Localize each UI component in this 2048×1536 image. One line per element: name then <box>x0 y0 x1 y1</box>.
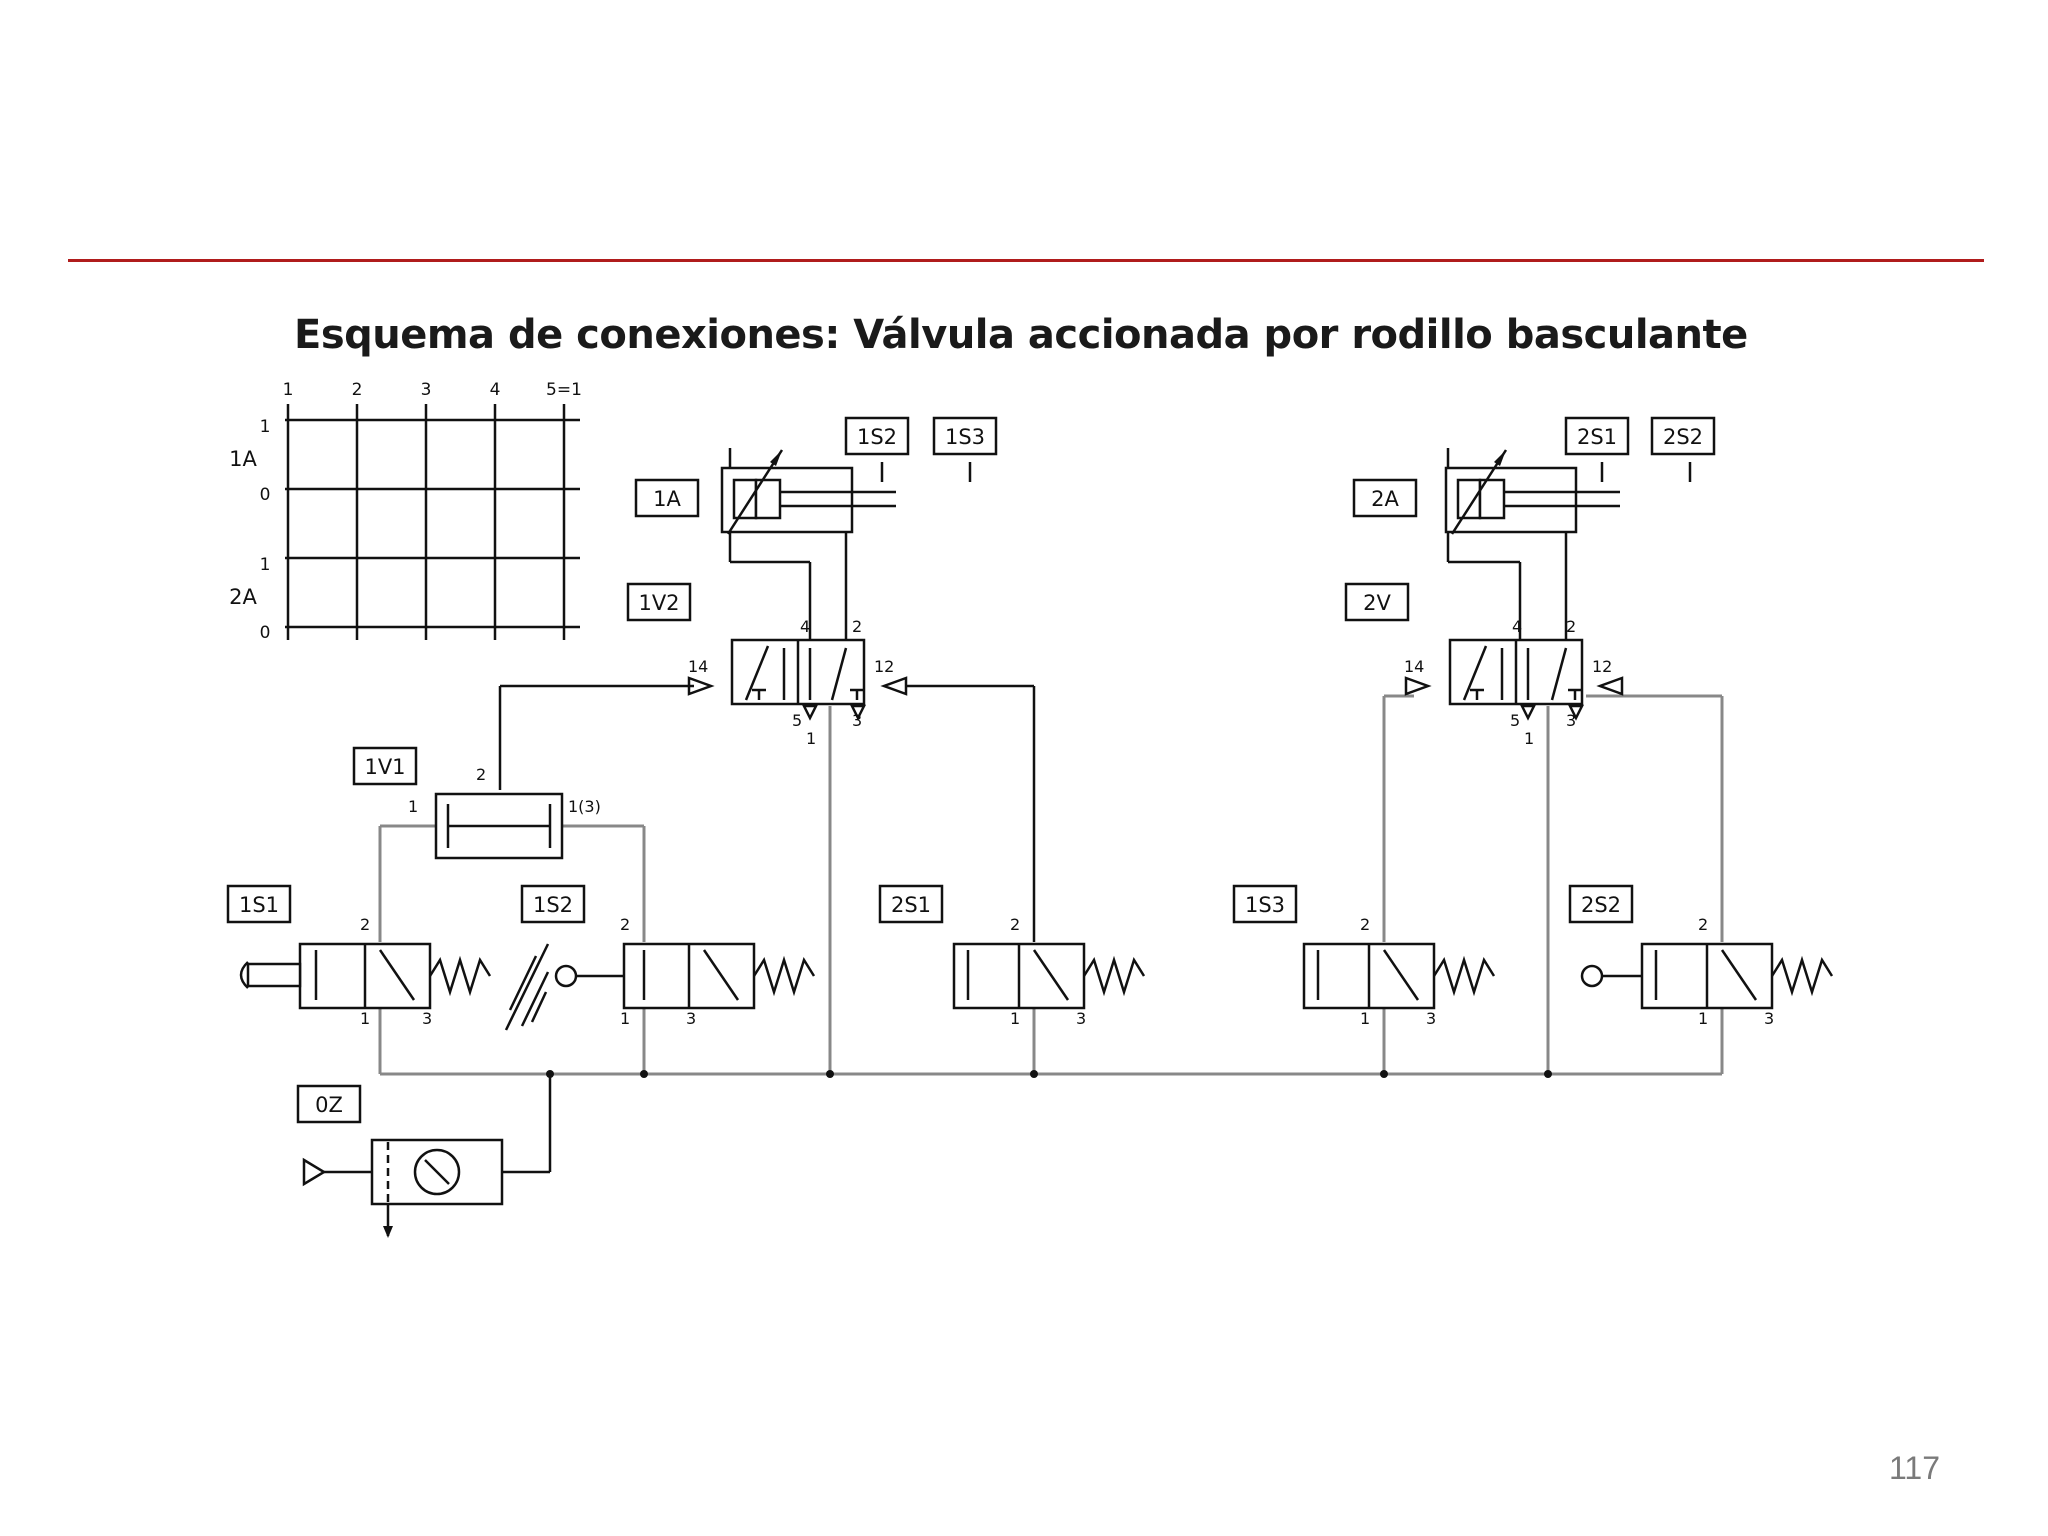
title-rule <box>68 259 1984 262</box>
port-14: 14 <box>688 657 708 676</box>
port-2: 2 <box>852 617 862 636</box>
port-5: 5 <box>1510 711 1520 730</box>
port-3: 3 <box>1426 1009 1436 1028</box>
grid-col-label: 2 <box>352 380 363 400</box>
valve-1s2 <box>504 942 816 1031</box>
grid-col-label: 5=1 <box>546 380 582 400</box>
grid-col-label: 3 <box>421 380 432 400</box>
tag-2s1-top: 2S1 <box>1577 425 1617 449</box>
port-12: 12 <box>874 657 894 676</box>
supply-unit-0z <box>302 1138 504 1238</box>
tag-1v2: 1V2 <box>638 591 679 615</box>
port-1: 1 <box>360 1009 370 1028</box>
port-4: 4 <box>800 617 810 636</box>
valve-1v2 <box>687 638 908 721</box>
tag-1s2-top: 1S2 <box>857 425 897 449</box>
supply-lines <box>378 694 1724 1076</box>
tag-2s2: 2S2 <box>1581 893 1621 917</box>
port-2: 2 <box>1010 915 1020 934</box>
tag-2s2-top: 2S2 <box>1663 425 1703 449</box>
port-2: 2 <box>620 915 630 934</box>
port-2: 2 <box>1698 915 1708 934</box>
port-2: 2 <box>1566 617 1576 636</box>
port-12: 12 <box>1592 657 1612 676</box>
tag-1a: 1A <box>653 487 681 511</box>
valve-2s2 <box>1580 942 1834 1010</box>
cylinder-2a <box>1444 449 1620 535</box>
grid-level-label: 0 <box>260 623 271 643</box>
port-1: 1 <box>1698 1009 1708 1028</box>
port-1: 1 <box>408 797 418 816</box>
tags: 1S2 1S3 2S1 2S2 1A 2A 1V2 2V 1V1 1S1 1S2… <box>226 416 1716 1124</box>
grid-level-label: 0 <box>260 485 271 505</box>
grid-row-label: 1A <box>229 447 257 471</box>
page-number: 117 <box>1888 1450 1940 1486</box>
sensor-marks <box>880 462 1692 482</box>
tag-0z: 0Z <box>315 1093 343 1117</box>
port-14: 14 <box>1404 657 1424 676</box>
tag-1s3: 1S3 <box>1245 893 1285 917</box>
tag-1s2: 1S2 <box>533 893 573 917</box>
shuttle-valve-1v1 <box>434 792 564 860</box>
port-labels: 4 2 14 12 5 1 3 4 2 14 12 5 1 3 2 1 1(3)… <box>360 617 1774 1028</box>
cylinder-1a <box>720 449 896 535</box>
port-1: 1 <box>620 1009 630 1028</box>
valve-1s3 <box>1302 942 1496 1010</box>
port-1-3: 1(3) <box>568 797 601 816</box>
port-2: 2 <box>360 915 370 934</box>
valve-1s1 <box>239 942 492 1010</box>
port-1: 1 <box>1010 1009 1020 1028</box>
grid-col-label: 4 <box>490 380 501 400</box>
grid-level-label: 1 <box>260 417 271 437</box>
port-4: 4 <box>1512 617 1522 636</box>
port-5: 5 <box>792 711 802 730</box>
port-1: 1 <box>1360 1009 1370 1028</box>
port-2: 2 <box>1360 915 1370 934</box>
grid-level-label: 1 <box>260 555 271 575</box>
valve-2v <box>1404 638 1624 721</box>
port-3: 3 <box>852 711 862 730</box>
step-grid: 1 2 3 4 5=1 1 1A 0 1 2A 0 <box>229 380 582 643</box>
slide-title: Esquema de conexiones: Válvula accionada… <box>294 312 1748 358</box>
tag-2v: 2V <box>1363 591 1391 615</box>
tag-2s1: 2S1 <box>891 893 931 917</box>
port-3: 3 <box>1566 711 1576 730</box>
grid-col-label: 1 <box>283 380 294 400</box>
port-3: 3 <box>422 1009 432 1028</box>
tag-1s1: 1S1 <box>239 893 279 917</box>
port-2: 2 <box>476 765 486 784</box>
tag-1v1: 1V1 <box>364 755 405 779</box>
tag-2a: 2A <box>1371 487 1399 511</box>
grid-row-label: 2A <box>229 585 257 609</box>
port-3: 3 <box>686 1009 696 1028</box>
valve-2s1 <box>952 942 1146 1010</box>
tag-1s3-top: 1S3 <box>945 425 985 449</box>
junction-dots <box>546 1070 1552 1078</box>
port-3: 3 <box>1764 1009 1774 1028</box>
port-1: 1 <box>806 729 816 748</box>
port-1: 1 <box>1524 729 1534 748</box>
port-3: 3 <box>1076 1009 1086 1028</box>
